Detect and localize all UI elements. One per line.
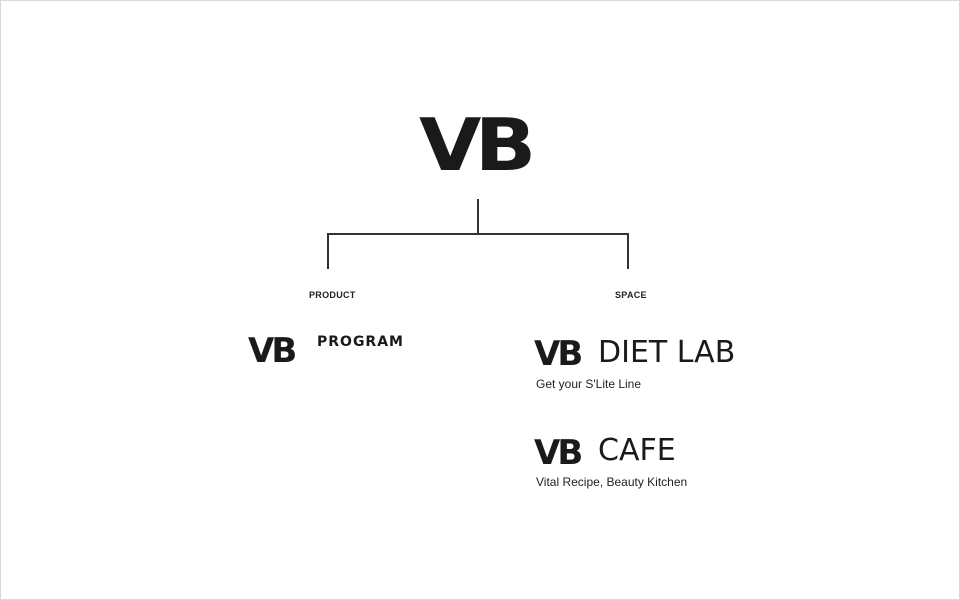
- right-branch-connector: [627, 233, 629, 269]
- horizontal-connector: [327, 233, 629, 235]
- vb-program-name: PROGRAM: [317, 334, 404, 350]
- vb-diet-lab-name: DIET LAB: [598, 335, 736, 370]
- vb-cafe-name: CAFE: [598, 433, 676, 468]
- product-branch-label: PRODUCT: [309, 290, 356, 300]
- vb-cafe-logo-mark: VB: [534, 433, 583, 473]
- vb-program-logo-mark: VB: [248, 331, 297, 371]
- trunk-connector: [477, 199, 479, 234]
- vb-diet-lab-logo-mark: VB: [534, 334, 583, 374]
- left-branch-connector: [327, 233, 329, 269]
- vb-diet-lab-tagline: Get your S'Lite Line: [536, 377, 642, 391]
- vb-cafe-tagline: Vital Recipe, Beauty Kitchen: [536, 475, 688, 489]
- space-branch-label: SPACE: [615, 290, 647, 300]
- vb-main-logo: VB: [419, 103, 536, 187]
